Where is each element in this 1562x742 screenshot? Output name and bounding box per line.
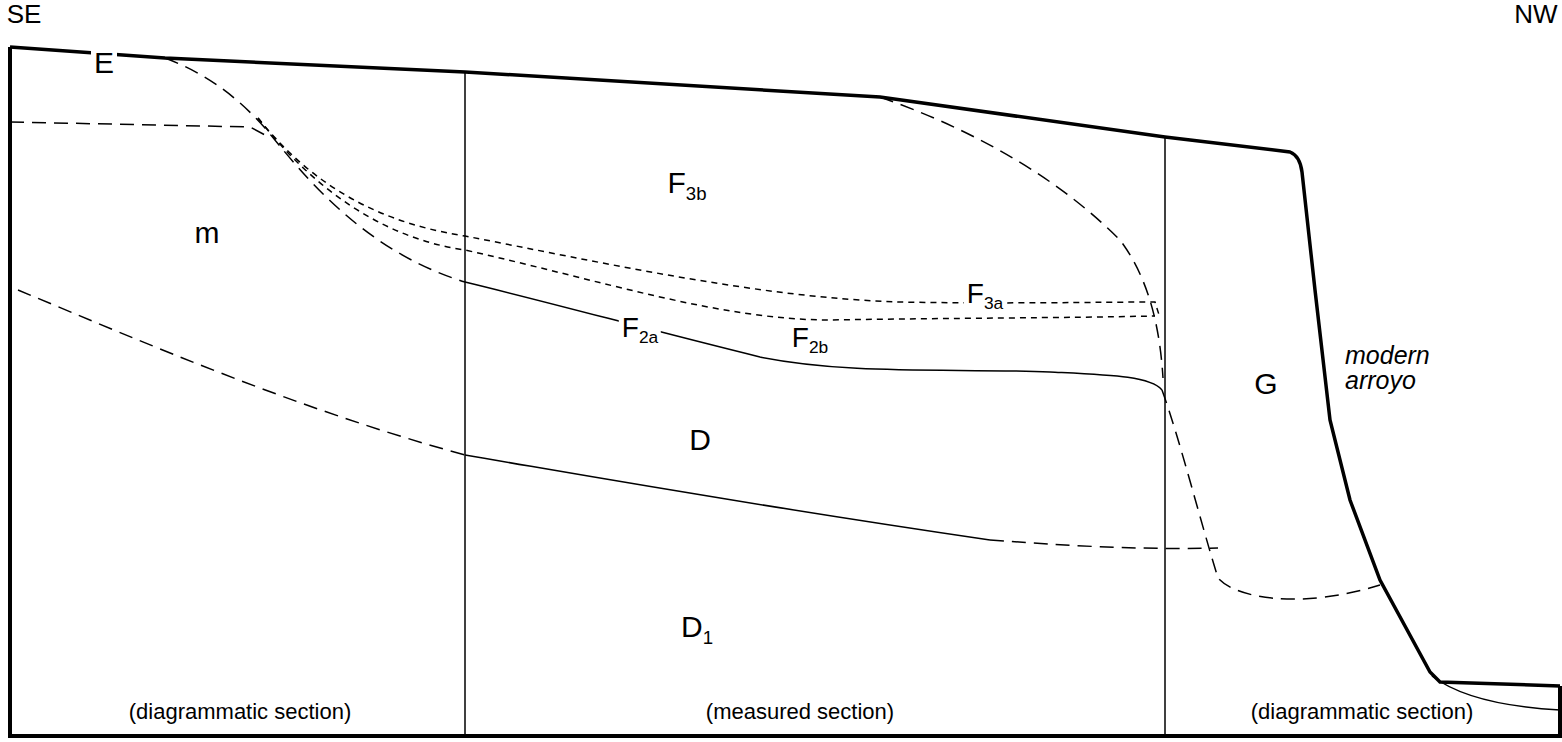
unit-label: G bbox=[1251, 368, 1280, 400]
unit-label: F2b bbox=[789, 323, 831, 357]
section-divider bbox=[464, 72, 466, 736]
unit-label: m bbox=[192, 217, 223, 249]
contact-line bbox=[880, 97, 1163, 378]
contact-line bbox=[990, 540, 1218, 548]
section-frame bbox=[10, 47, 1560, 736]
contact-line bbox=[18, 290, 465, 455]
unit-label: D1 bbox=[678, 611, 716, 648]
unit-label: F3b bbox=[664, 167, 709, 204]
contact-line bbox=[10, 122, 265, 135]
contact-line bbox=[465, 455, 990, 540]
unit-label: D bbox=[686, 424, 714, 456]
section-divider bbox=[1164, 137, 1166, 736]
contact-line bbox=[465, 282, 1162, 390]
section-note: (diagrammatic section) bbox=[126, 700, 355, 724]
contact-line bbox=[1162, 390, 1380, 599]
contact-line bbox=[258, 118, 1160, 318]
contact-line bbox=[258, 118, 1155, 320]
feature-label: modern arroyo bbox=[1342, 342, 1458, 394]
contact-line bbox=[165, 58, 465, 282]
ground-surface bbox=[10, 47, 1560, 686]
compass-label: NW bbox=[1511, 0, 1560, 28]
unit-label: E bbox=[91, 47, 117, 79]
unit-label: F2a bbox=[619, 313, 661, 347]
unit-label: F3a bbox=[964, 279, 1006, 313]
section-note: (measured section) bbox=[703, 700, 897, 724]
compass-label: SE bbox=[4, 0, 45, 28]
section-note: (diagrammatic section) bbox=[1248, 700, 1477, 724]
